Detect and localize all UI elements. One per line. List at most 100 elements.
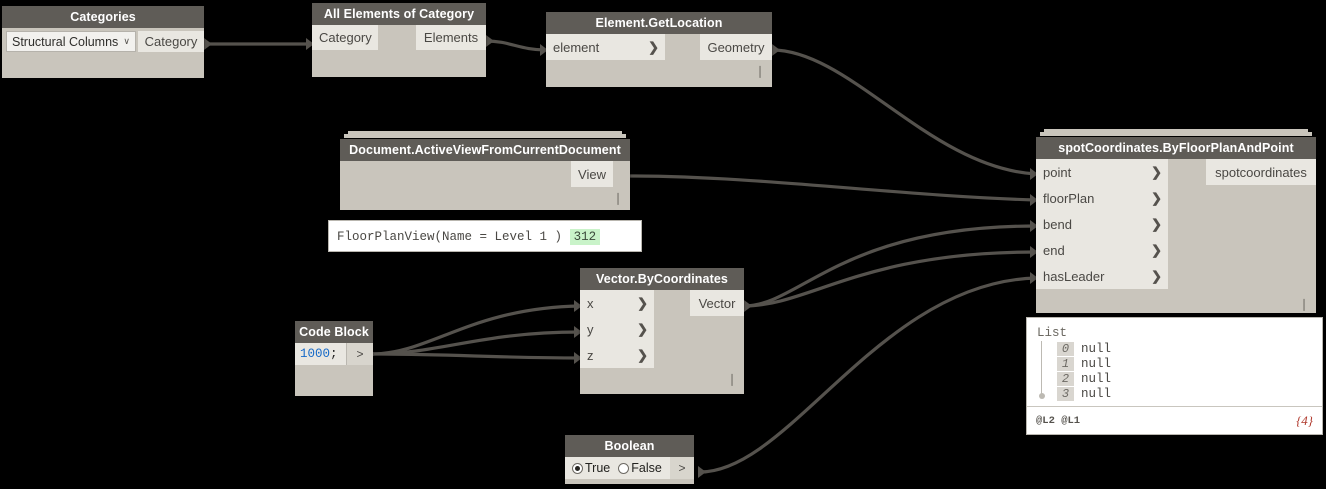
chevron-right-icon: ❯: [1151, 190, 1162, 206]
preview-value: FloorPlanView(Name = Level 1 ): [337, 230, 563, 244]
wire-endcap: [698, 466, 706, 478]
code-number: 1000: [300, 347, 331, 361]
preview-footer: @L2 @L1 {4}: [1027, 406, 1322, 434]
node-document-activeview[interactable]: Document.ActiveViewFromCurrentDocument V…: [340, 131, 630, 210]
input-port-element[interactable]: element ❯: [546, 34, 665, 60]
resize-grip-icon[interactable]: ❘: [726, 372, 737, 386]
input-port-y[interactable]: y ❯: [580, 316, 654, 342]
resize-grip-icon[interactable]: ❘: [1298, 297, 1309, 311]
node-title: Categories: [2, 6, 204, 28]
output-port-boolean[interactable]: >: [670, 457, 694, 479]
node-code-block[interactable]: Code Block 1000; >: [295, 321, 373, 396]
output-port-vector[interactable]: Vector: [690, 290, 744, 316]
wire-vector-bend: [742, 224, 1038, 308]
node-footer: ❘: [546, 60, 772, 80]
node-title: Document.ActiveViewFromCurrentDocument: [340, 139, 630, 161]
node-title: Boolean: [565, 435, 694, 457]
list-index: 3: [1057, 386, 1074, 401]
input-port-z[interactable]: z ❯: [580, 342, 654, 368]
list-item[interactable]: 2 null: [1045, 371, 1312, 386]
wire-elements: [484, 39, 548, 52]
input-port-category[interactable]: Category: [312, 25, 378, 50]
chevron-right-icon: ❯: [637, 347, 648, 363]
input-port-point[interactable]: point ❯: [1036, 159, 1168, 185]
chevron-right-icon: ❯: [1151, 268, 1162, 284]
input-port-floorplan[interactable]: floorPlan ❯: [1036, 185, 1168, 211]
radio-false-dot[interactable]: [618, 462, 630, 474]
wire-endcap: [1030, 220, 1038, 232]
wire-code-z: [370, 352, 582, 360]
list-item[interactable]: 3 null: [1045, 386, 1312, 401]
preview-panel-spotcoordinates[interactable]: List 0 null 1 null 2 null 3 null: [1026, 317, 1323, 435]
radio-true-dot[interactable]: [572, 462, 583, 474]
node-all-elements-of-category[interactable]: All Elements of Category Category Elemen…: [312, 3, 486, 77]
node-title: Vector.ByCoordinates: [580, 268, 744, 290]
list-item[interactable]: 1 null: [1045, 356, 1312, 371]
list-index: 1: [1057, 356, 1074, 371]
radio-true-label: True: [585, 461, 611, 475]
output-port-spotcoordinates[interactable]: spotcoordinates: [1206, 159, 1316, 185]
code-terminator: ;: [330, 347, 338, 361]
chevron-right-icon: ❯: [637, 295, 648, 311]
radio-false-label: False: [631, 461, 662, 475]
preview-list-header: List: [1037, 326, 1068, 340]
wire-code-x: [370, 304, 582, 356]
node-title: spotCoordinates.ByFloorPlanAndPoint: [1036, 137, 1316, 159]
code-text: 1000;: [295, 347, 338, 361]
wire-endcap: [574, 352, 582, 364]
radio-true[interactable]: True: [572, 461, 610, 475]
output-port-code-block[interactable]: >: [346, 343, 373, 365]
input-port-end[interactable]: end ❯: [1036, 237, 1168, 263]
wire-endcap: [306, 38, 314, 50]
radio-false[interactable]: False: [618, 461, 662, 475]
node-footer: ❘: [580, 368, 744, 388]
wire-endcap: [1030, 246, 1038, 258]
node-title: All Elements of Category: [312, 3, 486, 25]
boolean-radio-group[interactable]: True False: [565, 457, 694, 479]
wire-endcap: [574, 300, 582, 312]
wire-endcap: [772, 44, 780, 56]
categories-dropdown[interactable]: Structural Columns ∨: [6, 31, 136, 52]
list-levels-label[interactable]: @L2 @L1: [1036, 414, 1081, 427]
list-value: null: [1081, 371, 1112, 386]
wire-endcap: [574, 326, 582, 338]
preview-badge: 312: [569, 229, 601, 245]
output-port-elements[interactable]: Elements: [416, 25, 486, 50]
node-footer: ❘: [340, 187, 630, 207]
chevron-right-icon: ❯: [1151, 242, 1162, 258]
node-vector-bycoordinates[interactable]: Vector.ByCoordinates x ❯ Vector y ❯ z: [580, 268, 744, 394]
node-boolean[interactable]: Boolean True False >: [565, 435, 694, 484]
preview-list: List 0 null 1 null 2 null 3 null: [1027, 318, 1322, 406]
wire-boolean-hasleader: [698, 276, 1038, 474]
list-value: null: [1081, 356, 1112, 371]
wire-endcap: [744, 300, 752, 312]
node-element-getlocation[interactable]: Element.GetLocation element ❯ Geometry ❘: [546, 12, 772, 87]
chevron-down-icon: ∨: [123, 36, 130, 46]
wire-endcap: [486, 35, 494, 47]
list-item[interactable]: 0 null: [1045, 341, 1312, 356]
list-count-badge: {4}: [1296, 412, 1313, 428]
output-port-geometry[interactable]: Geometry: [700, 34, 772, 60]
chevron-right-icon: ❯: [637, 321, 648, 337]
dropdown-value: Structural Columns: [12, 34, 119, 49]
input-port-bend[interactable]: bend ❯: [1036, 211, 1168, 237]
chevron-right-icon: ❯: [1151, 216, 1162, 232]
resize-grip-icon[interactable]: ❘: [754, 64, 765, 78]
node-spotcoordinates[interactable]: spotCoordinates.ByFloorPlanAndPoint poin…: [1036, 129, 1316, 313]
preview-text: FloorPlanView(Name = Level 1 ) 312: [329, 221, 641, 253]
list-value: null: [1081, 386, 1112, 401]
node-categories[interactable]: Categories Structural Columns ∨ Category: [2, 6, 204, 78]
output-port-view[interactable]: View: [571, 161, 613, 187]
output-port-category[interactable]: Category: [138, 31, 204, 52]
list-index: 2: [1057, 371, 1074, 386]
chevron-right-icon: ❯: [1151, 164, 1162, 180]
resize-grip-icon[interactable]: ❘: [612, 191, 623, 205]
input-port-x[interactable]: x ❯: [580, 290, 654, 316]
list-index: 0: [1057, 341, 1074, 356]
list-value: null: [1081, 341, 1112, 356]
wire-endcap: [204, 38, 212, 50]
chevron-right-icon: ❯: [648, 39, 659, 55]
input-port-hasleader[interactable]: hasLeader ❯: [1036, 263, 1168, 289]
wire-endcap: [540, 44, 548, 56]
